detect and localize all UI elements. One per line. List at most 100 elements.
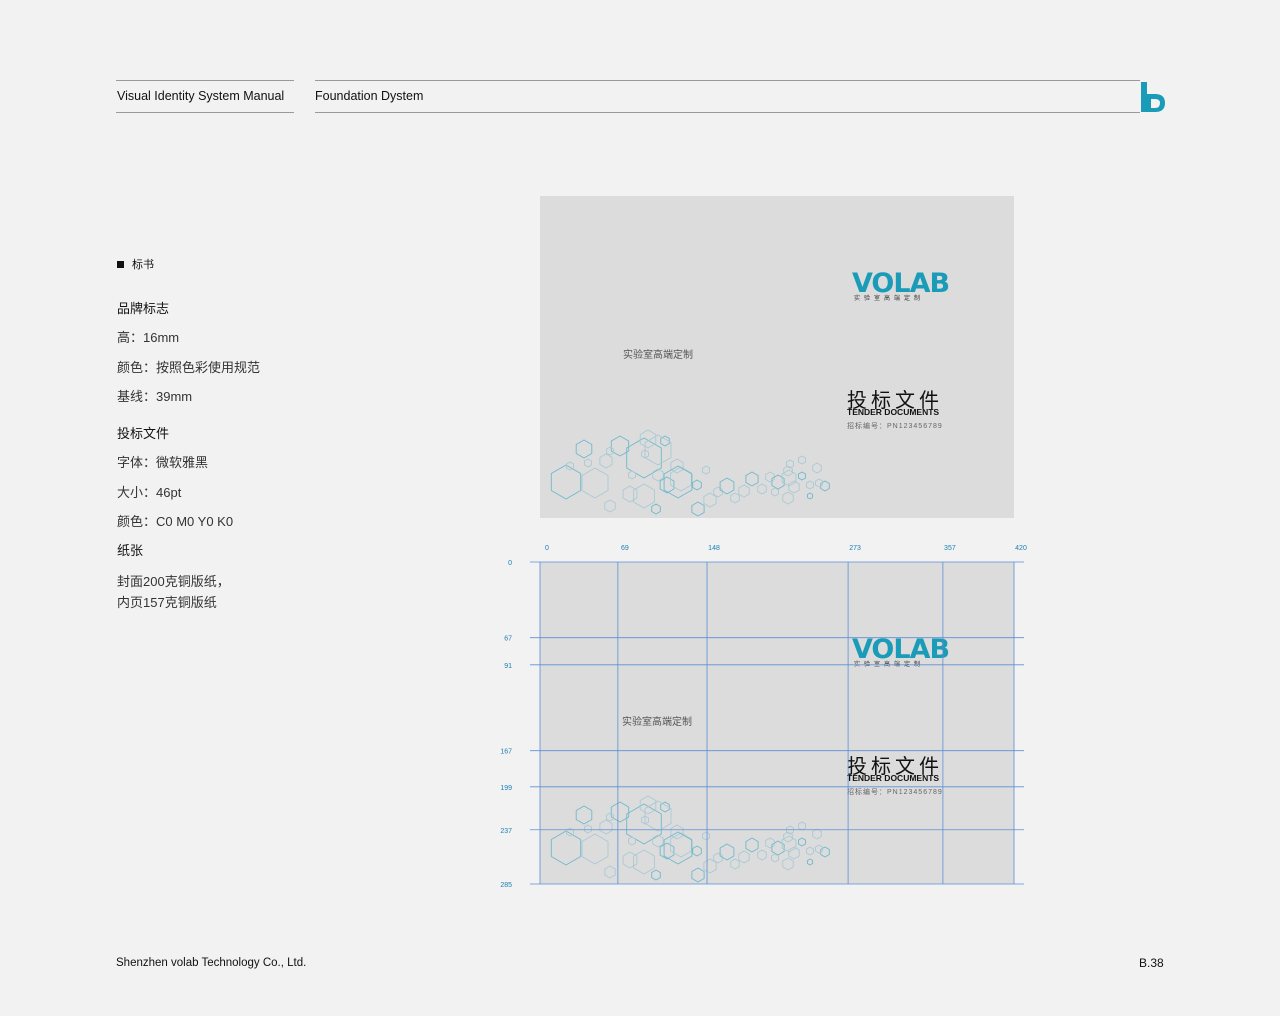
grid-y-tick-label: 91: [504, 663, 512, 670]
hexagon-shape: [702, 831, 710, 841]
section-heading-label: 标书: [132, 259, 154, 271]
hexagon-shape: [719, 477, 735, 495]
page-number: B.38: [1139, 956, 1164, 970]
hexagon-shape: [599, 453, 613, 469]
cover-title-cn-grid: 投标文件: [847, 756, 943, 778]
spec-logo-color: 颜色：按照色彩使用规范: [117, 360, 261, 375]
hexagon-shape: [633, 483, 655, 509]
hexagon-shape: [788, 480, 800, 494]
hexagon-shape: [606, 446, 614, 456]
section-heading: 标书: [117, 256, 154, 272]
hexagon-shape: [670, 824, 684, 840]
hexagon-shape: [663, 831, 693, 865]
hexagon-shape: [812, 462, 822, 474]
hexagon-shape: [566, 461, 574, 471]
hexagon-shape: [820, 480, 830, 492]
grid-x-tick-label: 148: [708, 545, 720, 552]
cover-slogan: 实验室高端定制: [623, 350, 693, 361]
hexagon-shape: [628, 470, 636, 480]
hexagon-shape: [626, 437, 662, 479]
hexagon-shape: [622, 485, 638, 503]
hexagon-shape: [783, 831, 793, 843]
grid-x-tick-label: 0: [545, 545, 549, 552]
hexagon-shape: [670, 458, 684, 474]
hexagon-shape: [610, 435, 630, 457]
spec-title-font: 字体：微软雅黑: [117, 455, 209, 470]
hexagon-shape: [806, 492, 814, 500]
hexagon-shape: [633, 849, 655, 875]
hexagon-pattern-grid: [550, 795, 830, 883]
section-title: Foundation Dystem: [315, 89, 424, 103]
cover-title-cn: 投标文件: [847, 390, 943, 412]
header-left-band: Visual Identity System Manual: [116, 80, 294, 113]
hexagon-shape: [781, 469, 797, 487]
spec-title-size: 大小：46pt: [117, 485, 182, 500]
hexagon-shape: [644, 434, 672, 466]
hexagon-shape: [719, 843, 735, 861]
spec-paper-inner: 内页157克铜版纸: [117, 595, 217, 610]
hexagon-shape: [798, 837, 806, 847]
hexagon-shape: [820, 846, 830, 858]
hexagon-shape: [691, 867, 705, 883]
hexagon-shape: [652, 834, 664, 848]
hexagon-shape: [660, 435, 670, 447]
spec-paper-heading: 纸张: [117, 543, 144, 558]
grid-y-tick-label: 199: [500, 785, 512, 792]
hexagon-shape: [599, 819, 613, 835]
cover-slogan-grid: 实验室高端定制: [622, 717, 692, 728]
hexagon-shape: [806, 480, 814, 490]
hexagon-shape: [692, 845, 702, 857]
spec-title-heading: 投标文件: [117, 426, 170, 441]
hexagon-shape: [610, 801, 630, 823]
hexagon-shape: [730, 858, 740, 870]
grid-y-tick-label: 167: [500, 749, 512, 756]
hexagon-shape: [575, 805, 593, 825]
hexagon-pattern: [550, 429, 830, 517]
cover-title-en-grid: TENDER DOCUMENTS: [847, 773, 940, 783]
brand-mark-icon: [1141, 82, 1165, 112]
hexagon-shape: [713, 852, 723, 864]
cover-grid-preview: VOLAB 实验室高端定制 实验室高端定制 投标文件 TENDER DOCUME…: [540, 562, 1014, 884]
hexagon-shape: [604, 865, 616, 879]
hexagon-shape: [783, 465, 793, 477]
hexagon-shape: [806, 858, 814, 866]
spec-paper-cover: 封面200克铜版纸，: [117, 574, 230, 589]
hexagon-shape: [786, 825, 794, 835]
grid-x-tick-label: 273: [849, 545, 861, 552]
hexagon-shape: [691, 501, 705, 517]
hexagon-shape: [757, 849, 767, 861]
hexagon-shape: [651, 869, 661, 881]
hexagon-shape: [757, 483, 767, 495]
hexagon-shape: [622, 851, 638, 869]
hexagon-shape: [639, 429, 657, 449]
hexagon-shape: [771, 853, 779, 863]
hexagon-shape: [738, 484, 750, 498]
hexagon-shape: [806, 846, 814, 856]
hexagon-shape: [771, 474, 785, 490]
hexagon-shape: [584, 458, 592, 468]
spec-logo-heading: 品牌标志: [117, 301, 170, 316]
hexagon-shape: [581, 467, 609, 499]
hexagon-shape: [651, 503, 661, 515]
hexagon-shape: [765, 837, 775, 849]
hexagon-shape: [604, 499, 616, 513]
hexagon-shape: [703, 858, 717, 874]
hexagon-shape: [771, 840, 785, 856]
hexagon-shape: [771, 487, 779, 497]
hexagon-shape: [606, 812, 614, 822]
cover-preview: VOLAB 实验室高端定制 实验室高端定制 投标文件 TENDER DOCUME…: [540, 196, 1014, 518]
hexagon-shape: [626, 803, 662, 845]
hexagon-shape: [738, 850, 750, 864]
logo-subtitle: 实验室高端定制: [854, 296, 925, 302]
hexagon-shape: [702, 465, 710, 475]
hexagon-shape: [781, 835, 797, 853]
hexagon-shape: [652, 468, 664, 482]
hexagon-shape: [644, 800, 672, 832]
hexagon-shape: [639, 795, 657, 815]
spec-logo-baseline: 基线：39mm: [117, 389, 193, 404]
hexagon-shape: [659, 476, 675, 494]
hexagon-shape: [628, 836, 636, 846]
grid-y-tick-label: 0: [508, 560, 512, 567]
hexagon-shape: [663, 465, 693, 499]
hexagon-shape: [782, 857, 794, 871]
